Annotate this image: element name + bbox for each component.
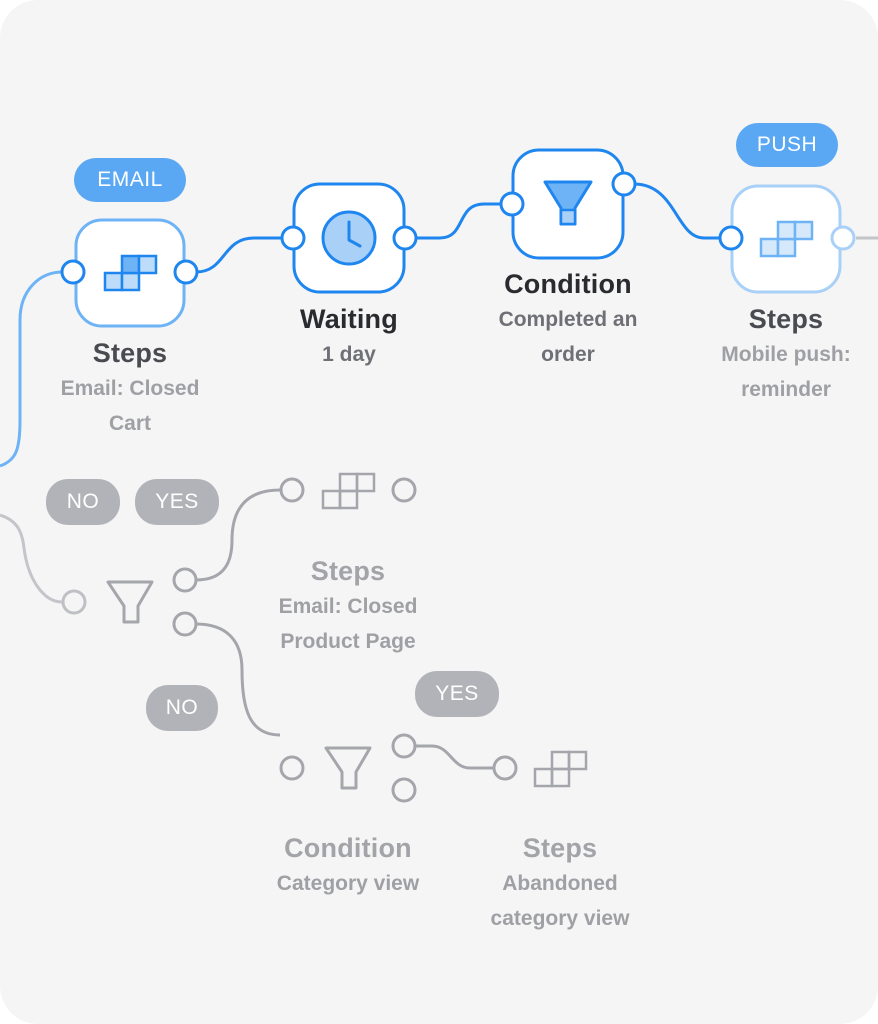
subtitle-line: Category view: [276, 872, 420, 895]
node-title: Condition: [284, 833, 412, 863]
subtitle-line: Mobile push:: [721, 343, 851, 366]
port-out[interactable]: [391, 477, 417, 503]
subtitle-line: Completed an: [498, 308, 638, 331]
tag-yes: YES: [415, 671, 499, 717]
port-in[interactable]: [279, 755, 305, 781]
steps-blocks-icon: [759, 220, 814, 258]
node-title: Steps: [522, 833, 598, 863]
connector-condition-to-push: [633, 182, 720, 240]
connector-branch-to-product: [195, 488, 281, 582]
node-title: Steps: [92, 338, 168, 368]
node-title: Steps: [748, 304, 824, 334]
port-out-no[interactable]: [391, 777, 417, 803]
node-steps-abandoned-label: Steps Abandoned category view: [450, 833, 670, 936]
subtitle-line: Product Page: [280, 630, 416, 653]
tag-email: EMAIL: [74, 158, 186, 202]
port-out[interactable]: [611, 171, 637, 197]
port-out-yes[interactable]: [391, 733, 417, 759]
port-in[interactable]: [280, 225, 306, 251]
tag-no: NO: [46, 479, 120, 525]
node-condition-order-label: Condition Completed an order: [448, 269, 688, 372]
node-title: Waiting: [300, 304, 398, 334]
node-subtitle: Abandoned category view: [450, 866, 670, 936]
node-condition-category-label: Condition Category view: [238, 833, 458, 901]
node-subtitle: Category view: [238, 866, 458, 901]
node-subtitle: Mobile push: reminder: [676, 337, 878, 407]
connector-incoming-left: [0, 270, 63, 468]
subtitle-line: Email: Closed: [278, 595, 418, 618]
node-title: Condition: [504, 269, 632, 299]
port-in[interactable]: [60, 259, 86, 285]
connector-incoming-grey: [0, 513, 63, 604]
port-out[interactable]: [173, 259, 199, 285]
connector-branch-to-category: [195, 622, 281, 737]
port-in[interactable]: [279, 477, 305, 503]
node-subtitle: 1 day: [239, 337, 459, 372]
node-steps-push-label: Steps Mobile push: reminder: [676, 304, 878, 407]
port-in[interactable]: [61, 589, 87, 615]
clock-icon: [321, 210, 377, 266]
node-subtitle: Completed an order: [448, 302, 688, 372]
port-in[interactable]: [492, 755, 518, 781]
connector-email-to-waiting: [195, 236, 282, 274]
connector-waiting-to-condition: [416, 202, 500, 240]
tag-yes: YES: [135, 479, 219, 525]
funnel-icon: [543, 180, 593, 226]
node-steps-email-label: Steps Email: Closed Cart: [20, 338, 240, 441]
funnel-icon: [324, 746, 372, 790]
steps-blocks-icon: [321, 472, 376, 510]
subtitle-line: category view: [490, 907, 630, 930]
node-steps-product-label: Steps Email: Closed Product Page: [228, 556, 468, 659]
steps-blocks-icon: [103, 254, 158, 292]
steps-blocks-icon: [533, 750, 588, 788]
subtitle-line: Email: Closed: [60, 377, 200, 400]
subtitle-line: order: [541, 343, 595, 366]
node-subtitle: Email: Closed Product Page: [228, 589, 468, 659]
port-out-yes[interactable]: [172, 567, 198, 593]
port-out[interactable]: [392, 225, 418, 251]
node-subtitle: Email: Closed Cart: [20, 371, 240, 441]
subtitle-line: reminder: [741, 378, 831, 401]
port-in[interactable]: [718, 225, 744, 251]
port-out-no[interactable]: [172, 611, 198, 637]
subtitle-line: 1 day: [322, 343, 376, 366]
tag-push: PUSH: [736, 123, 838, 167]
subtitle-line: Abandoned: [502, 872, 618, 895]
subtitle-line: Cart: [108, 412, 151, 435]
node-title: Steps: [310, 556, 386, 586]
port-out[interactable]: [830, 225, 856, 251]
tag-no: NO: [146, 685, 218, 731]
funnel-icon: [106, 580, 154, 624]
connector-category-to-abandoned: [416, 744, 494, 770]
node-waiting-label: Waiting 1 day: [239, 304, 459, 372]
port-in[interactable]: [499, 191, 525, 217]
